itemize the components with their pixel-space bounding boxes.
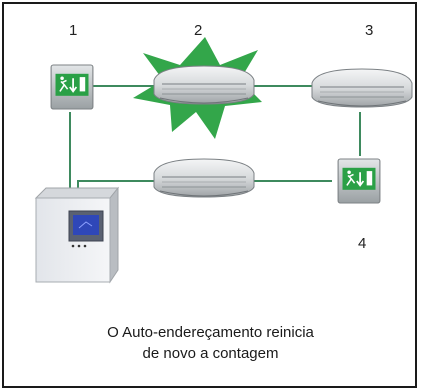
exit-sign-4: [337, 158, 381, 204]
control-panel-icon: [34, 186, 120, 284]
luminaire-lower: [153, 158, 255, 198]
label-device-1: 1: [69, 22, 78, 39]
luminaire-2: [153, 65, 255, 105]
label-device-4: 4: [358, 235, 367, 252]
label-device-2: 2: [194, 22, 203, 39]
caption-line-1: O Auto-endereçamento reinicia: [107, 324, 314, 341]
exit-sign-1: [50, 64, 94, 110]
caption: O Auto-endereçamento reinicia de novo a …: [0, 322, 421, 364]
luminaire-3: [311, 68, 413, 108]
label-device-3: 3: [365, 22, 374, 39]
caption-line-2: de novo a contagem: [142, 345, 279, 362]
